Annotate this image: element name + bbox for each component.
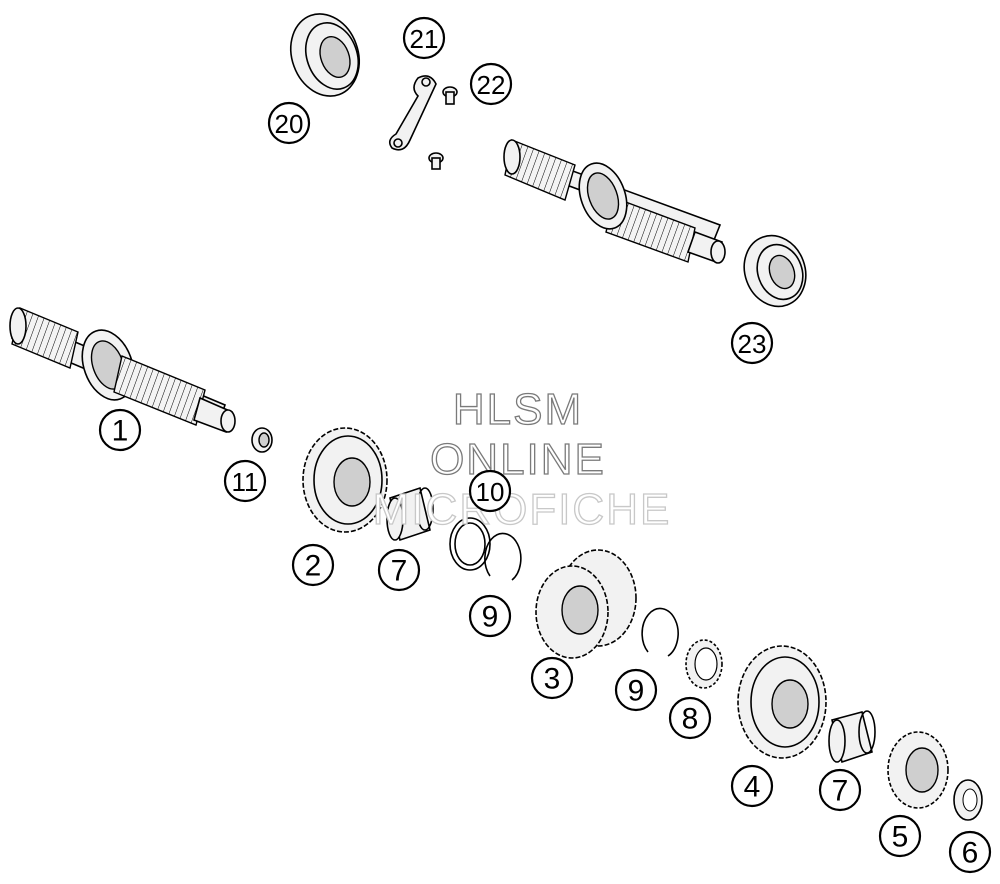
callout-7a: 7 <box>377 548 421 592</box>
gear-2 <box>302 427 388 533</box>
callout-22: 22 <box>469 62 513 106</box>
needle-bearing-7b <box>828 710 876 764</box>
callout-10: 10 <box>468 469 512 513</box>
watermark: HLSM ONLINE MICROFICHE <box>372 384 672 534</box>
callout-label: 22 <box>477 70 506 100</box>
callout-label: 4 <box>744 771 761 804</box>
watermark-line-2: ONLINE <box>430 435 606 484</box>
callout-label: 8 <box>682 703 699 736</box>
callout-label: 5 <box>892 821 909 854</box>
callout-label: 1 <box>112 415 129 448</box>
callout-20: 20 <box>267 101 311 145</box>
screws-22 <box>428 86 458 170</box>
main-shaft-1 <box>9 307 236 434</box>
watermark-line-1: HLSM <box>453 385 583 434</box>
callout-label: 21 <box>410 24 439 54</box>
callout-6: 6 <box>948 830 992 874</box>
watermark-line-3: MICROFICHE <box>373 485 672 534</box>
bearing-23 <box>743 234 807 308</box>
gear-4 <box>737 645 827 759</box>
callout-label: 20 <box>275 109 304 139</box>
callout-3: 3 <box>530 656 574 700</box>
callout-label: 3 <box>544 663 561 696</box>
callout-4: 4 <box>730 764 774 808</box>
bushing-11 <box>251 427 273 453</box>
callout-5: 5 <box>878 814 922 858</box>
callout-label: 11 <box>232 467 259 497</box>
needle-bearing-7a <box>386 486 434 542</box>
callout-label: 6 <box>962 837 979 870</box>
callout-label: 23 <box>738 329 767 359</box>
callout-label: 9 <box>628 675 645 708</box>
callout-7b: 7 <box>818 768 862 812</box>
upper-shaft <box>503 139 726 264</box>
callout-label: 7 <box>832 775 849 808</box>
callout-8: 8 <box>668 696 712 740</box>
bracket-21 <box>388 75 437 151</box>
circlip-9b <box>641 607 679 657</box>
circlip-9a <box>484 532 522 581</box>
callout-2: 2 <box>291 543 335 587</box>
callout-9b: 9 <box>614 668 658 712</box>
callout-label: 9 <box>482 601 499 634</box>
callout-label: 10 <box>476 477 505 507</box>
callout-23: 23 <box>730 321 774 365</box>
callout-9a: 9 <box>468 594 512 638</box>
callout-21: 21 <box>402 16 446 60</box>
ring-10 <box>449 517 491 571</box>
washer-8 <box>685 639 723 689</box>
callout-label: 2 <box>305 550 322 583</box>
gear-3 <box>535 549 637 659</box>
gear-5 <box>887 731 949 809</box>
callout-1: 1 <box>98 408 142 452</box>
bearing-20 <box>290 13 360 97</box>
washer-6 <box>953 779 983 821</box>
callout-label: 7 <box>391 555 408 588</box>
callout-11: 11 <box>223 459 267 503</box>
